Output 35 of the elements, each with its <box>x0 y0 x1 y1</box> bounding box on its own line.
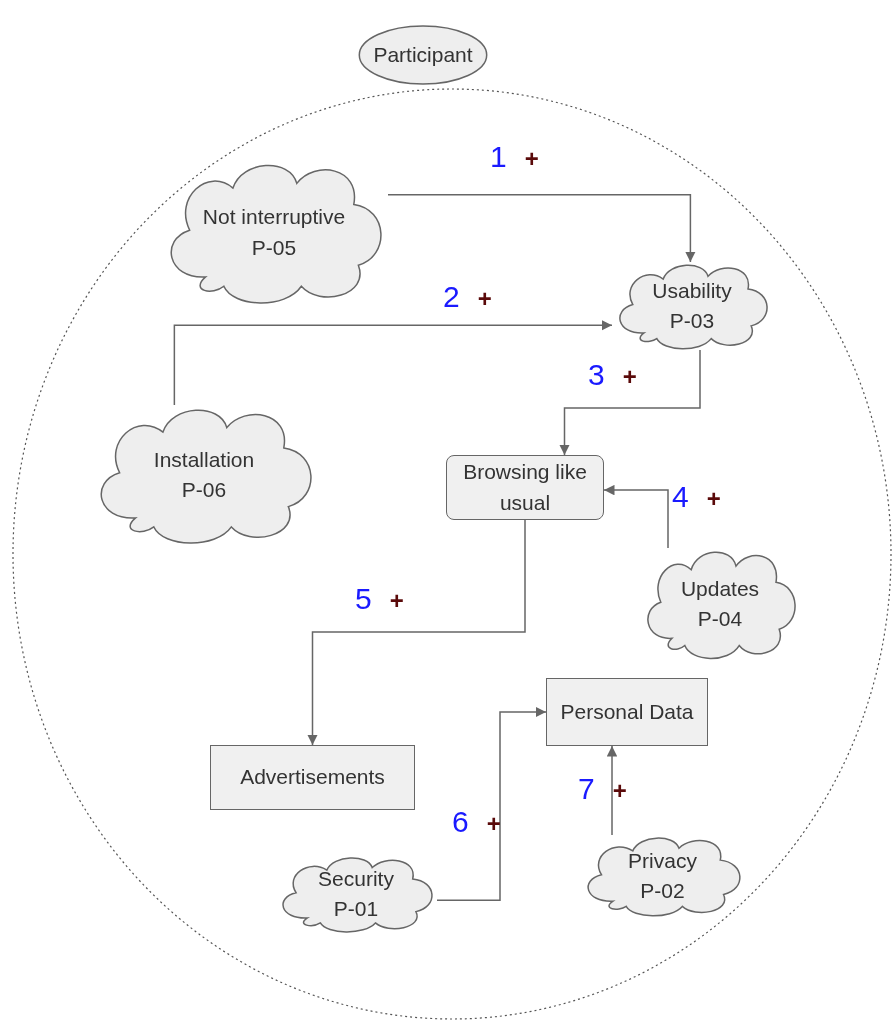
node-label: Installation <box>153 446 255 473</box>
edge-label: 1 + <box>490 140 539 174</box>
node-label: P-02 <box>640 878 685 904</box>
node-label: P-06 <box>181 477 227 503</box>
node-label: P-05 <box>251 234 297 261</box>
edge-label: 4 + <box>672 480 721 514</box>
node-label: Participant <box>373 41 473 68</box>
node-label: P-04 <box>697 606 743 632</box>
arrow <box>559 349 701 456</box>
node-label: P-01 <box>333 896 379 922</box>
arrow <box>436 706 547 901</box>
node-label: Updates <box>680 575 760 602</box>
arrow <box>173 320 613 406</box>
node-label: Personal Data <box>560 698 694 725</box>
edge-label: 3 + <box>588 358 637 392</box>
node-label: Browsing like usual <box>462 459 588 516</box>
process-box <box>546 678 708 746</box>
process-box <box>210 745 415 810</box>
arrow <box>307 519 526 746</box>
edge-label: 7 + <box>578 772 627 806</box>
node-label: P-03 <box>669 308 715 334</box>
edge-label: 6 + <box>452 805 501 839</box>
node-label: Privacy <box>628 847 697 874</box>
node-label: Not interruptive <box>202 204 346 231</box>
node-label: Advertisements <box>240 764 385 791</box>
edge-label: 2 + <box>443 280 492 314</box>
ellipse-node <box>358 25 488 85</box>
dotted-circle <box>12 88 892 1020</box>
arrow <box>603 484 669 549</box>
edge-label: 5 + <box>355 582 404 616</box>
node-label: Security <box>318 865 394 892</box>
arrow <box>387 194 696 263</box>
node-label: Usability <box>652 277 732 304</box>
arrow <box>606 745 618 836</box>
rounded-box <box>446 455 604 520</box>
